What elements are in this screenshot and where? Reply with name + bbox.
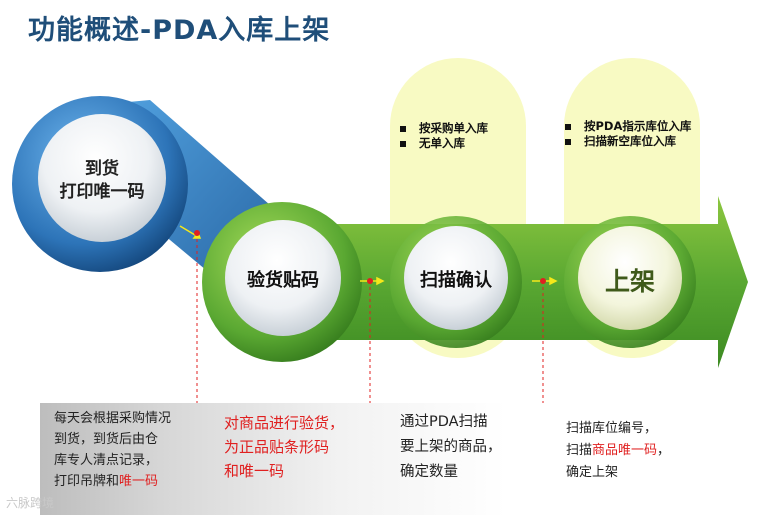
desc-shelf: 扫描库位编号， 扫描商品唯一码， 确定上架 (566, 421, 671, 480)
scan-label: 扫描确认 (420, 270, 492, 291)
shelf-label: 上架 (604, 267, 655, 296)
scan-circle-core (404, 226, 508, 330)
arrival-label: 到货 打印唯一码 (42, 158, 162, 204)
page-title: 功能概述-PDA入库上架 (28, 15, 331, 46)
scan-bullets: 按采购单入库 无单入库 (400, 121, 488, 151)
desc-scan: 通过PDA扫描 要上架的商品， 确定数量 (400, 414, 502, 480)
inspect-circle-core (225, 220, 341, 336)
description-band (40, 403, 706, 515)
bullet-item: 按PDA指示库位入库 (565, 119, 691, 134)
inspect-label: 验货贴码 (247, 270, 319, 291)
bullet-item: 扫描新空库位入库 (565, 134, 691, 149)
desc-arrival: 每天会根据采购情况 到货，到货后由仓 库专人清点记录， 打印吊牌和唯一码 (54, 411, 172, 489)
bullet-item: 无单入库 (400, 136, 488, 151)
watermark: 六脉跨境 (6, 496, 55, 510)
desc-inspect: 对商品进行验货， 为正品贴条形码 和唯一码 (224, 414, 345, 480)
leader-lines (196, 233, 544, 496)
shelf-bullets: 按PDA指示库位入库 扫描新空库位入库 (565, 119, 691, 149)
arrival-circle-core (38, 114, 166, 242)
bullet-item: 按采购单入库 (400, 121, 488, 136)
arrival-label-line1: 到货 (85, 159, 119, 179)
shelf-circle-core (578, 226, 682, 330)
arrival-label-line2: 打印唯一码 (59, 182, 145, 202)
